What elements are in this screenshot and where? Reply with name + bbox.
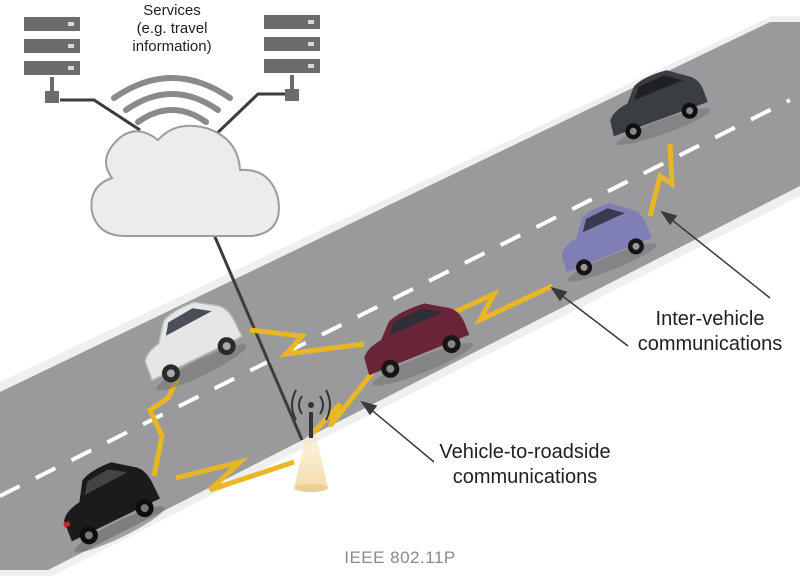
server-link-left	[60, 98, 141, 132]
cloud-icon	[90, 124, 280, 237]
backhaul-link	[210, 229, 304, 441]
signal-link	[647, 143, 675, 217]
signal-link	[175, 457, 295, 493]
signal-link	[444, 283, 554, 326]
inter-vehicle-label: Inter-vehicle communications	[637, 308, 783, 355]
antenna-icon	[291, 389, 331, 492]
car-icon	[144, 301, 247, 391]
car-icon	[610, 70, 711, 145]
car-icon	[364, 303, 474, 386]
server-link-right	[208, 92, 292, 142]
wifi-icon	[111, 75, 233, 125]
callout-line	[551, 287, 629, 347]
vehicle-to-roadside-label: Vehicle-to-roadside communications	[439, 441, 611, 488]
road	[0, 16, 800, 576]
callout-line	[661, 211, 771, 299]
car-icon	[561, 202, 657, 282]
lane-divider	[0, 98, 791, 498]
callout-lines	[360, 210, 771, 463]
server-icon	[264, 15, 320, 101]
server-icon	[24, 17, 80, 103]
car-icon	[63, 462, 165, 553]
signal-link	[249, 327, 365, 358]
callout-line	[361, 401, 435, 463]
standard-caption: IEEE 802.11P	[344, 548, 456, 567]
signal-link	[146, 376, 181, 477]
services-label: Services (e.g. travel information)	[132, 2, 212, 55]
